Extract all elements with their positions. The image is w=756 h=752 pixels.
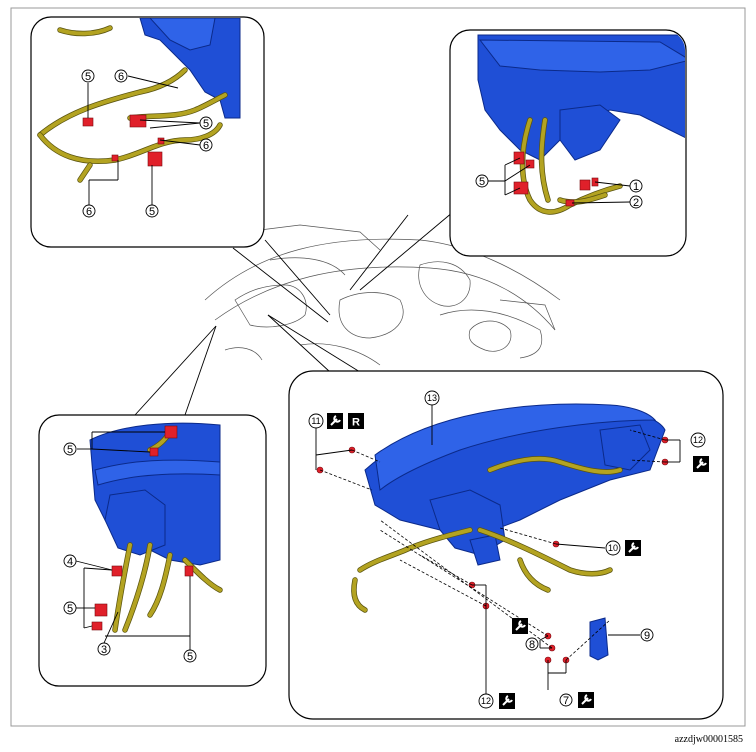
callout-6-a: 6 (114, 69, 128, 83)
callout-4: 4 (63, 554, 77, 568)
wrench-icon (327, 413, 343, 429)
wrench-icon (578, 692, 594, 708)
callout-12-b: 12 (478, 693, 494, 709)
diagram-border (10, 7, 746, 727)
svg-text:5: 5 (203, 118, 209, 130)
svg-text:5: 5 (67, 444, 73, 456)
detail-top-right (449, 29, 687, 257)
callout-1: 1 (629, 179, 643, 193)
callout-6-b: 6 (199, 138, 213, 152)
wrench-icon (625, 540, 641, 556)
svg-text:5: 5 (85, 71, 91, 83)
svg-text:2: 2 (633, 197, 639, 209)
detail-bottom-right (288, 370, 724, 720)
svg-text:5: 5 (479, 176, 485, 188)
callout-12-a: 12 (690, 432, 706, 448)
svg-text:10: 10 (608, 543, 618, 553)
svg-text:11: 11 (311, 416, 320, 426)
callout-7: 7 (559, 693, 573, 707)
svg-text:1: 1 (633, 181, 639, 193)
wrench-icon (512, 618, 528, 634)
svg-text:6: 6 (86, 206, 92, 218)
vehicle-interior-sketch (204, 224, 561, 366)
callout-13: 13 (424, 390, 440, 406)
wrench-icon (499, 693, 515, 709)
svg-text:5: 5 (187, 651, 193, 663)
svg-text:12: 12 (481, 696, 491, 706)
svg-text:4: 4 (67, 556, 73, 568)
callout-5-c: 5 (145, 204, 159, 218)
callout-5-g: 5 (183, 649, 197, 663)
wrench-icon (693, 456, 709, 472)
svg-text:12: 12 (693, 435, 703, 445)
callout-5-f: 5 (63, 601, 77, 615)
callout-3: 3 (97, 642, 111, 656)
svg-text:8: 8 (529, 639, 535, 651)
detail-bottom-left (38, 414, 267, 687)
callout-10: 10 (605, 540, 621, 556)
replace-icon: R (348, 413, 364, 429)
callout-5-a: 5 (81, 69, 95, 83)
svg-text:6: 6 (203, 140, 209, 152)
svg-text:5: 5 (149, 206, 155, 218)
svg-text:5: 5 (67, 603, 73, 615)
callout-6-c: 6 (82, 204, 96, 218)
callout-8: 8 (525, 637, 539, 651)
svg-text:13: 13 (427, 393, 437, 403)
svg-text:7: 7 (563, 695, 569, 707)
callout-11: 11 (308, 413, 324, 429)
svg-text:3: 3 (101, 644, 107, 656)
callout-9: 9 (640, 628, 654, 642)
callout-5-d: 5 (475, 174, 489, 188)
callout-5-e: 5 (63, 442, 77, 456)
svg-text:R: R (352, 417, 360, 429)
svg-text:9: 9 (644, 630, 650, 642)
svg-text:6: 6 (118, 71, 124, 83)
detail-leader-lines (134, 211, 454, 416)
reference-code: azzdjw00001585 (675, 734, 743, 745)
callout-2: 2 (629, 195, 643, 209)
callout-5-b: 5 (199, 116, 213, 130)
